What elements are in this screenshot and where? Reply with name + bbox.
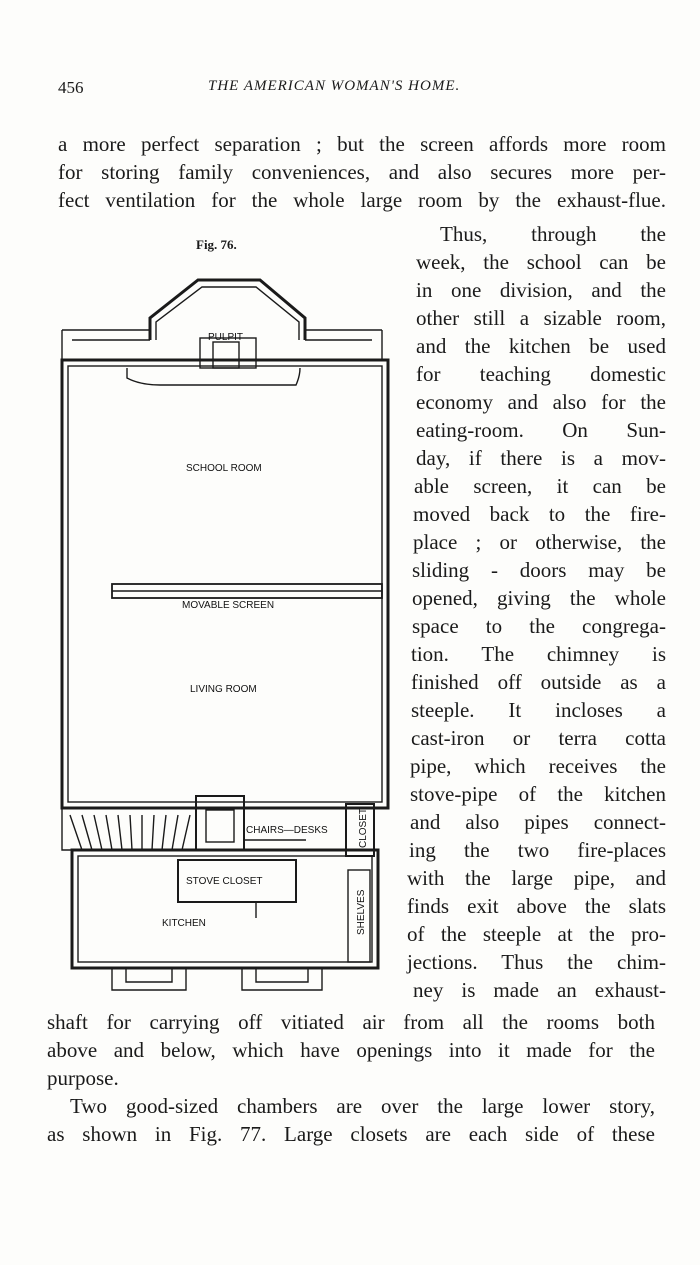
living-room-label: LIVING ROOM [190,684,257,695]
body-line: fect ventilation for the whole large roo… [58,188,666,212]
chairs-desks-label: CHAIRS—DESKS [246,825,328,836]
side-line: in one division, and the [416,278,666,302]
side-line: moved back to the fire- [413,502,666,526]
stove-closet-label: STOVE CLOSET [186,876,263,887]
body-line: for storing family conveniences, and als… [58,160,666,184]
body-line: Two good-sized chambers are over the lar… [70,1094,655,1118]
side-line: and the kitchen be used [416,334,666,358]
side-line: place ; or otherwise, the [413,530,666,554]
side-line: with the large pipe, and [407,866,666,890]
side-line: Thus, through the [440,222,666,246]
side-line: tion. The chimney is [411,642,666,666]
side-line: ing the two fire-places [409,838,666,862]
side-line: and also pipes connect- [410,810,666,834]
side-line: jections. Thus the chim- [407,950,666,974]
side-line: steeple. It incloses a [411,698,666,722]
side-line: space to the congrega- [412,614,666,638]
page-number: 456 [58,78,84,97]
side-line: week, the school can be [416,250,666,274]
body-line: as shown in Fig. 77. Large closets are e… [47,1122,655,1146]
side-line: for teaching domestic [416,362,666,386]
shelves-label: SHELVES [356,889,367,935]
body-line: purpose. [47,1066,119,1090]
side-line: pipe, which receives the [410,754,666,778]
side-line: sliding - doors may be [412,558,666,582]
movable-screen-label: MOVABLE SCREEN [182,600,274,611]
side-line: eating-room. On Sun- [416,418,666,442]
closet-label: CLOSET [358,808,369,848]
pulpit-label: PULPIT [208,332,243,343]
side-line: other still a sizable room, [416,306,666,330]
side-line: finished off outside as a [411,670,666,694]
side-line: ney is made an exhaust- [413,978,666,1002]
side-line: of the steeple at the pro- [407,922,666,946]
body-line: shaft for carrying off vitiated air from… [47,1010,655,1034]
body-line: a more perfect separation ; but the scre… [58,132,666,156]
side-line: able screen, it can be [414,474,666,498]
school-room-label: SCHOOL ROOM [186,463,262,474]
side-line: finds exit above the slats [407,894,666,918]
kitchen-label: KITCHEN [162,918,206,929]
body-line: above and below, which have openings int… [47,1038,655,1062]
running-title: THE AMERICAN WOMAN'S HOME. [208,78,461,94]
side-line: opened, giving the whole [412,586,666,610]
figure-caption: Fig. 76. [196,237,237,252]
side-line: economy and also for the [416,390,666,414]
side-line: stove-pipe of the kitchen [410,782,666,806]
side-line: day, if there is a mov- [416,446,666,470]
side-line: cast-iron or terra cotta [411,726,666,750]
